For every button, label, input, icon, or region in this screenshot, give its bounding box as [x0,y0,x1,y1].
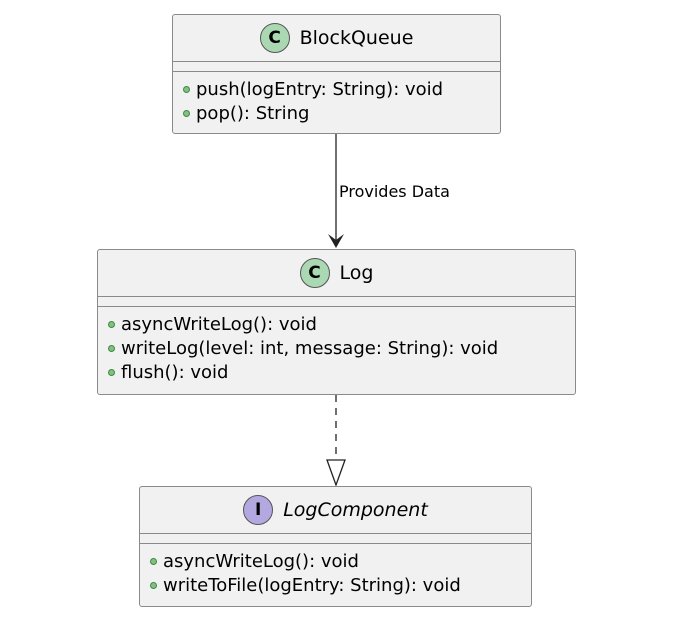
class-name: Log [339,262,374,284]
method-item: asyncWriteLog(): void [150,549,531,573]
interface-name: LogComponent [283,499,428,521]
method-item: writeLog(level: int, message: String): v… [108,336,575,360]
method-signature: writeLog(level: int, message: String): v… [121,337,499,359]
methods-compartment: asyncWriteLog(): void writeToFile(logEnt… [140,544,531,601]
class-c-icon: C [299,258,330,288]
public-method-icon [108,368,115,376]
public-method-icon [108,344,115,352]
method-item: writeToFile(logEntry: String): void [150,573,531,597]
public-method-icon [183,109,190,117]
methods-compartment: asyncWriteLog(): void writeLog(level: in… [98,307,575,388]
attributes-compartment [173,62,500,72]
public-method-icon [150,557,157,565]
class-log-header: C Log [98,250,575,297]
public-method-icon [150,581,157,589]
provides-data-label: Provides Data [339,182,450,201]
method-signature: push(logEntry: String): void [196,78,444,100]
method-signature: writeToFile(logEntry: String): void [163,574,461,596]
method-signature: pop(): String [196,102,310,124]
method-item: asyncWriteLog(): void [108,312,575,336]
method-item: push(logEntry: String): void [183,77,500,101]
public-method-icon [183,85,190,93]
provides-data-arrowhead [328,234,344,248]
attributes-compartment [98,297,575,307]
class-blockqueue-header: C BlockQueue [173,15,500,62]
method-item: pop(): String [183,101,500,125]
class-name: BlockQueue [299,27,414,49]
methods-compartment: push(logEntry: String): void pop(): Stri… [173,72,500,129]
method-signature: flush(): void [121,361,229,383]
class-blockqueue[interactable]: C BlockQueue push(logEntry: String): voi… [172,14,501,134]
interface-i-icon: I [243,495,274,525]
realization-hollow-arrowhead [326,459,346,487]
attributes-compartment [140,534,531,544]
method-signature: asyncWriteLog(): void [163,550,359,572]
method-signature: asyncWriteLog(): void [121,313,317,335]
interface-logcomponent[interactable]: I LogComponent asyncWriteLog(): void wri… [139,486,532,607]
interface-logcomponent-header: I LogComponent [140,487,531,534]
class-log[interactable]: C Log asyncWriteLog(): void writeLog(lev… [97,249,576,395]
method-item: flush(): void [108,360,575,384]
class-c-icon: C [259,23,290,53]
public-method-icon [108,320,115,328]
